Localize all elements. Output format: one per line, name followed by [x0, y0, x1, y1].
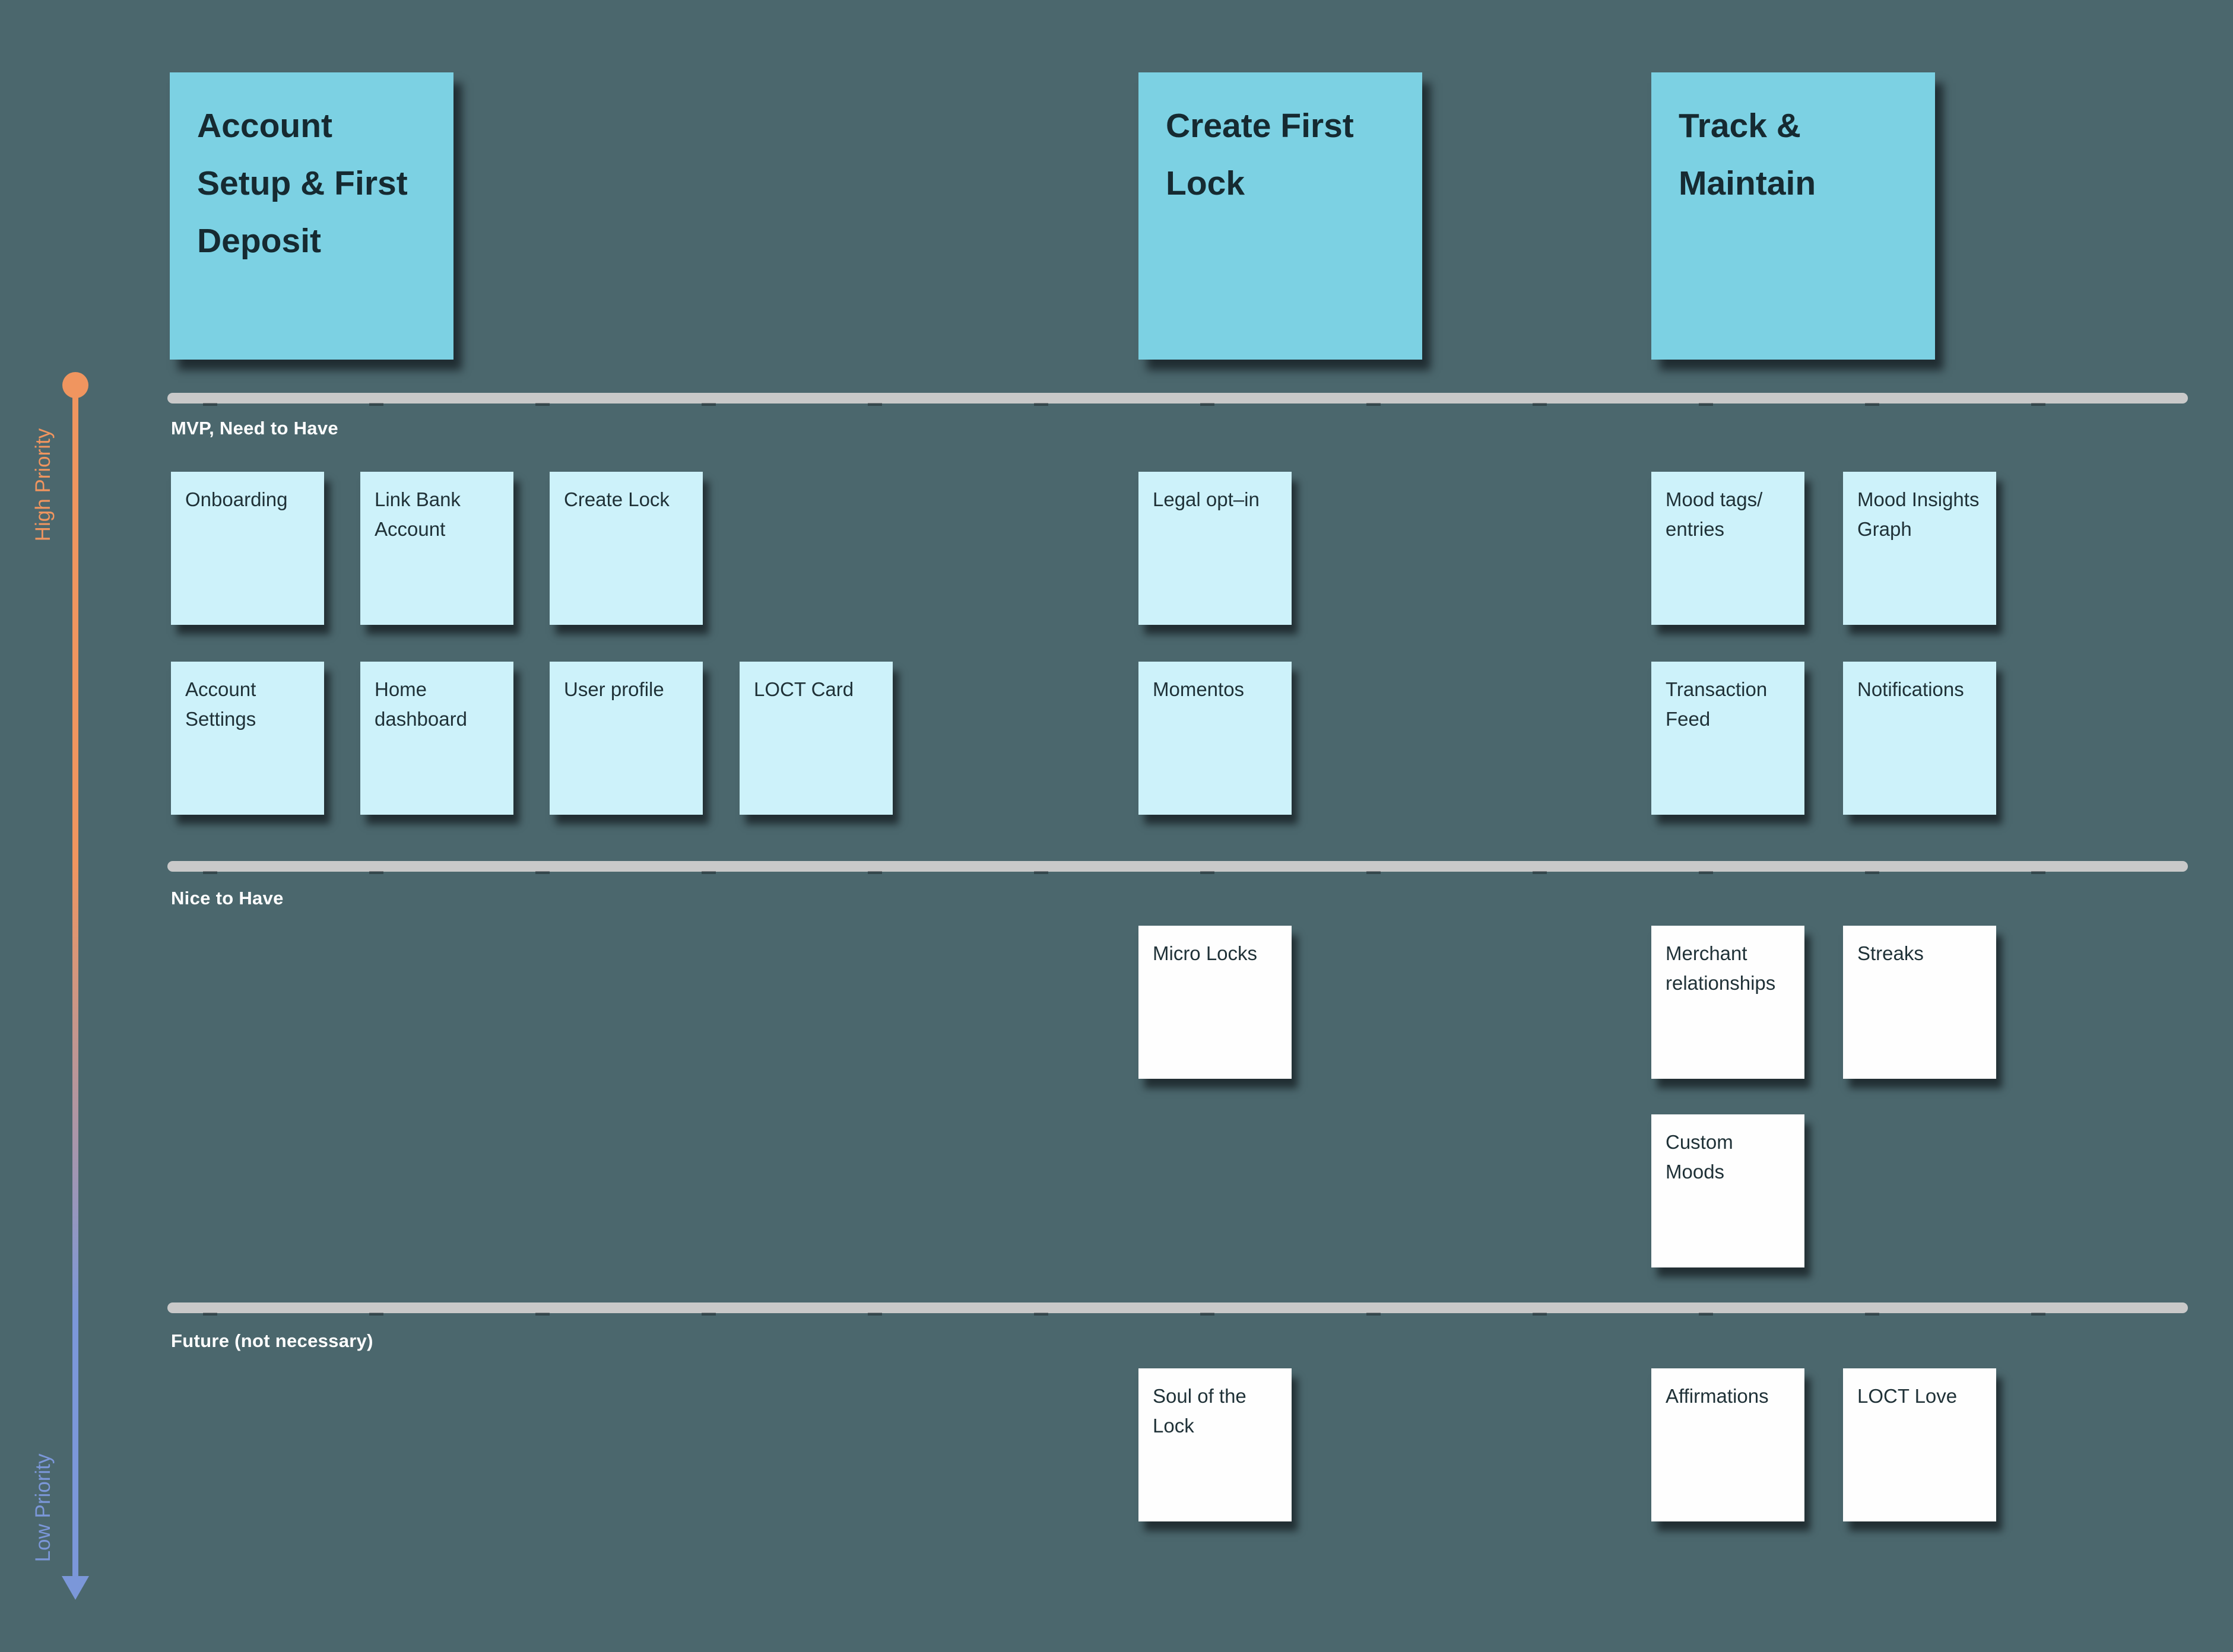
sticky-header-account-setup[interactable]: Account Setup & First Deposit	[170, 72, 453, 360]
sticky-label: Account Setup & First Deposit	[197, 107, 408, 260]
sticky-link-bank-account[interactable]: Link Bank Account	[360, 472, 513, 625]
sticky-label: Streaks	[1857, 942, 1924, 964]
axis-gradient-line	[72, 385, 78, 1578]
sticky-loct-card[interactable]: LOCT Card	[740, 662, 893, 815]
sticky-label: Custom Moods	[1666, 1131, 1733, 1183]
sticky-label: Legal opt–in	[1153, 488, 1260, 510]
sticky-label: LOCT Love	[1857, 1385, 1958, 1407]
sticky-label: Transaction Feed	[1666, 678, 1768, 730]
band-label-future[interactable]: Future (not necessary)	[171, 1330, 373, 1351]
sticky-merchant-relationships[interactable]: Merchant relationships	[1651, 926, 1804, 1079]
sticky-user-profile[interactable]: User profile	[550, 662, 703, 815]
sticky-label: Onboarding	[185, 488, 288, 510]
sticky-label: Link Bank Account	[375, 488, 461, 540]
divider-mvp[interactable]	[167, 393, 2188, 406]
sticky-label: Mood tags/ entries	[1666, 488, 1763, 540]
sticky-label: Create First Lock	[1166, 107, 1354, 202]
sticky-label: Notifications	[1857, 678, 1964, 700]
sticky-affirmations[interactable]: Affirmations	[1651, 1368, 1804, 1521]
sticky-label: Momentos	[1153, 678, 1245, 700]
sticky-mood-tags-entries[interactable]: Mood tags/ entries	[1651, 472, 1804, 625]
sticky-label: Affirmations	[1666, 1385, 1769, 1407]
sticky-label: Soul of the Lock	[1153, 1385, 1246, 1437]
sticky-label: Mood Insights Graph	[1857, 488, 1980, 540]
sticky-home-dashboard[interactable]: Home dashboard	[360, 662, 513, 815]
sticky-header-track-maintain[interactable]: Track & Maintain	[1651, 72, 1935, 360]
sticky-label: Account Settings	[185, 678, 256, 730]
sticky-transaction-feed[interactable]: Transaction Feed	[1651, 662, 1804, 815]
sticky-label: Merchant relationships	[1666, 942, 1776, 994]
sticky-custom-moods[interactable]: Custom Moods	[1651, 1114, 1804, 1267]
sticky-header-create-first-lock[interactable]: Create First Lock	[1138, 72, 1422, 360]
sticky-label: LOCT Card	[754, 678, 854, 700]
sticky-mood-insights-graph[interactable]: Mood Insights Graph	[1843, 472, 1996, 625]
low-priority-label[interactable]: Low Priority	[31, 1453, 55, 1562]
sticky-create-lock[interactable]: Create Lock	[550, 472, 703, 625]
axis-arrowhead-icon	[62, 1576, 89, 1600]
sticky-micro-locks[interactable]: Micro Locks	[1138, 926, 1292, 1079]
sticky-soul-of-the-lock[interactable]: Soul of the Lock	[1138, 1368, 1292, 1521]
sticky-label: Micro Locks	[1153, 942, 1258, 964]
sticky-loct-love[interactable]: LOCT Love	[1843, 1368, 1996, 1521]
sticky-label: User profile	[564, 678, 664, 700]
sticky-legal-opt-in[interactable]: Legal opt–in	[1138, 472, 1292, 625]
sticky-label: Track & Maintain	[1679, 107, 1816, 202]
band-label-nice-to-have[interactable]: Nice to Have	[171, 888, 284, 908]
sticky-account-settings[interactable]: Account Settings	[171, 662, 324, 815]
sticky-label: Home dashboard	[375, 678, 467, 730]
divider-future[interactable]	[167, 1302, 2188, 1316]
sticky-notifications[interactable]: Notifications	[1843, 662, 1996, 815]
high-priority-label[interactable]: High Priority	[31, 428, 55, 542]
sticky-streaks[interactable]: Streaks	[1843, 926, 1996, 1079]
sticky-momentos[interactable]: Momentos	[1138, 662, 1292, 815]
sticky-label: Create Lock	[564, 488, 670, 510]
band-label-mvp[interactable]: MVP, Need to Have	[171, 418, 338, 439]
sticky-onboarding[interactable]: Onboarding	[171, 472, 324, 625]
divider-nice-to-have[interactable]	[167, 861, 2188, 874]
